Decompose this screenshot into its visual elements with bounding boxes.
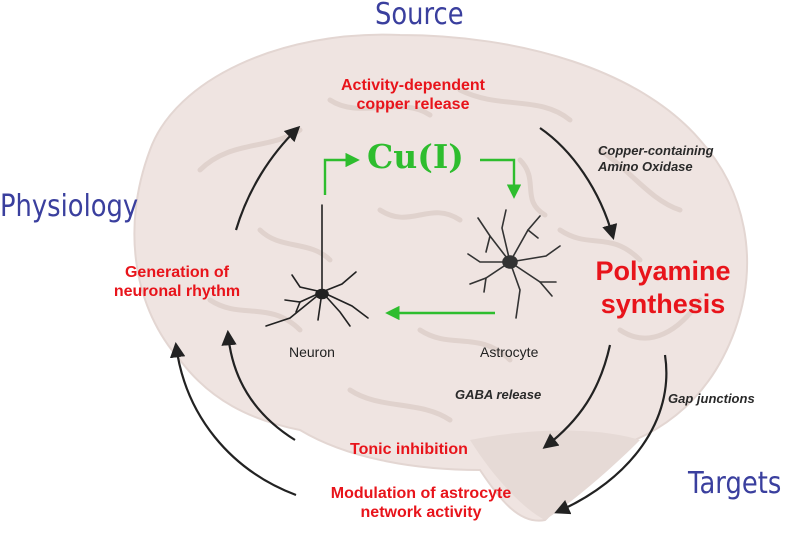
node-modulation-line2: network activity (360, 504, 482, 522)
arrow-neuron-to-cu (323, 152, 360, 195)
node-astrocyte-modulation: Modulation of astrocyte network activity (303, 484, 539, 522)
heading-targets: Targets (688, 466, 782, 501)
node-polyamine-line2: synthesis (600, 288, 726, 319)
edge-label-amine-oxidase: Copper-containing Amino Oxidase (598, 143, 714, 174)
arrow-polyamine-to-tonic (542, 344, 612, 449)
arrow-rhythm-to-source (234, 125, 301, 231)
arrow-cu-to-astrocyte (480, 158, 522, 199)
edge-amine-oxidase-line2: Amino Oxidase (598, 158, 693, 174)
brain-illustration (133, 33, 749, 522)
edge-amine-oxidase-line1: Copper-containing (598, 143, 714, 158)
neuron-label: Neuron (289, 344, 335, 360)
arrow-tonic-to-rhythm (221, 329, 296, 441)
astrocyte-cell (467, 209, 561, 319)
node-copper-release-line1: Activity-dependent (340, 77, 485, 94)
node-polyamine-synthesis: Polyamine synthesis (588, 255, 738, 321)
node-neuronal-rhythm: Generation of neuronal rhythm (94, 263, 260, 301)
heading-source: Source (375, 0, 464, 32)
arrow-polyamine-to-modulation (554, 354, 668, 515)
edge-label-gaba-release: GABA release (455, 387, 542, 402)
arrow-source-to-polyamine (539, 127, 618, 240)
node-tonic-inhibition: Tonic inhibition (350, 441, 468, 458)
node-modulation-line1: Modulation of astrocyte (330, 485, 512, 502)
neuron-cell (265, 204, 369, 327)
arrow-modulation-to-rhythm (169, 341, 297, 497)
node-rhythm-line2: neuronal rhythm (113, 283, 241, 301)
heading-physiology: Physiology (0, 189, 139, 224)
copper-ion-label: Cu(I) (367, 137, 464, 176)
edge-label-gap-junctions: Gap junctions (668, 391, 755, 406)
node-copper-release: Activity-dependent copper release (333, 76, 493, 114)
node-copper-release-line2: copper release (356, 96, 470, 114)
node-rhythm-line1: Generation of (124, 264, 229, 281)
node-polyamine-line1: Polyamine (595, 256, 731, 286)
astrocyte-label: Astrocyte (480, 344, 539, 360)
